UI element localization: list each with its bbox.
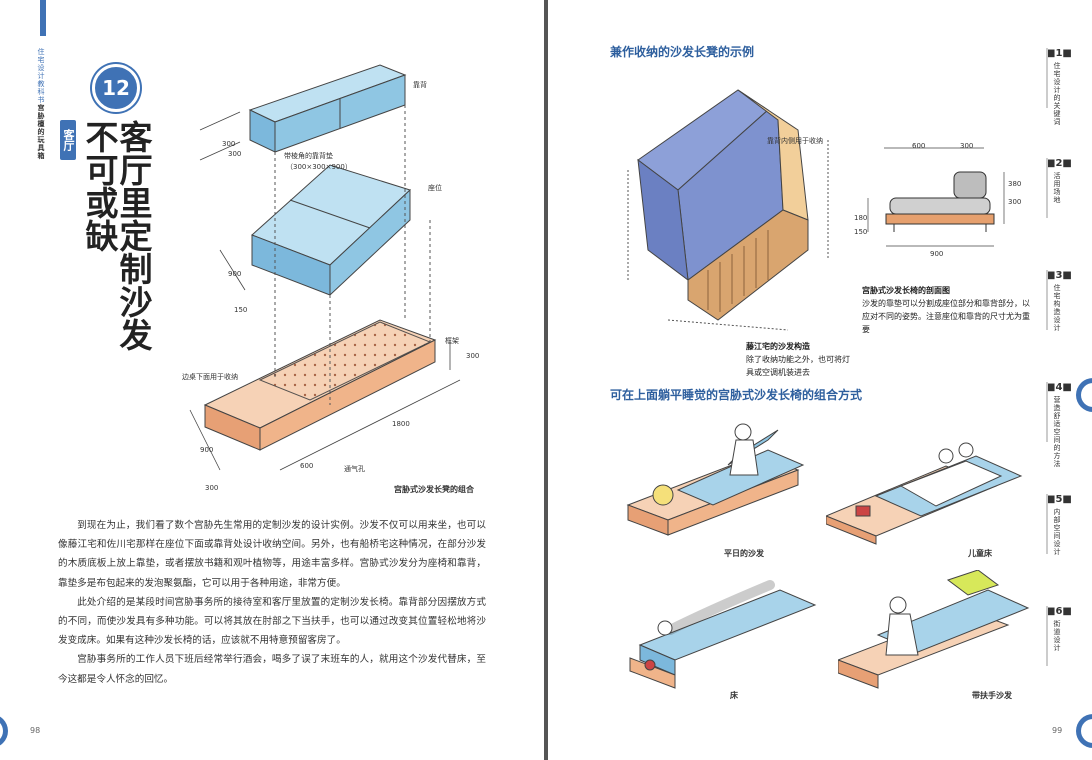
dim-900-frame: 900: [200, 446, 214, 454]
label-frame: 框架: [445, 337, 459, 345]
dim-300-bottom: 300: [205, 484, 219, 492]
dim-1800: 1800: [392, 420, 410, 428]
sofa-frame: [203, 319, 437, 451]
section-title-combinations: 可在上面躺平睡觉的宫胁式沙发长椅的组合方式: [610, 388, 863, 402]
chapter-number: 2: [1055, 158, 1063, 169]
chapter-title: 活用场地: [1053, 172, 1061, 204]
chapter-title: 街道设计: [1053, 620, 1061, 652]
section-caption-title: 宫胁式沙发长椅的剖面图: [862, 286, 950, 295]
section-caption-body: 沙发的靠垫可以分割成座位部分和靠背部分，以应对不同的姿势。注意座位和靠背的尺寸尤…: [862, 299, 1030, 334]
combo-label: 儿童床: [968, 549, 992, 558]
chapter-index-item[interactable]: ■2■ 活用场地: [1046, 158, 1072, 218]
combo-label: 带扶手沙发: [972, 691, 1012, 700]
section-dim-300-b: 300: [1008, 198, 1022, 206]
side-label-book: 宫胁檀的玩具箱: [37, 104, 45, 160]
book-spine: [544, 0, 548, 760]
combo-bed: [629, 580, 817, 689]
assembly-guides: [274, 105, 431, 405]
dimension-lines: [189, 111, 461, 471]
label-storage: 边桌下面用于收纳: [182, 373, 238, 381]
chapter-number: 6: [1055, 606, 1063, 617]
label-backrest: 靠背: [413, 81, 427, 89]
left-page: 住宅设计教科书 宫胁檀的玩具箱 12 客厅 客厅里定制沙发 不可或缺: [0, 0, 544, 760]
page-corner-marker: [1076, 714, 1092, 748]
paragraph: 到现在为止，我们看了数个宫胁先生常用的定制沙发的设计实例。沙发不仅可以用来坐，也…: [58, 520, 486, 589]
dim-300-side: 300: [228, 150, 242, 158]
active-chapter-marker: [1076, 378, 1092, 412]
section-caption: 宫胁式沙发长椅的剖面图 沙发的靠垫可以分割成座位部分和靠背部分，以应对不同的姿势…: [862, 284, 1034, 336]
section-dim-180: 180: [854, 214, 868, 222]
right-page: 兼作收纳的沙发长凳的示例 靠背内侧用于收纳 藤江宅的沙发构造 除了收纳功能之外，…: [548, 0, 1092, 760]
seat-cushions: [251, 164, 411, 297]
chapter-number: 3: [1055, 270, 1063, 281]
fujie-caption: 藤江宅的沙发构造 除了收纳功能之外，也可将灯具或空调机装进去: [746, 340, 856, 379]
chapter-number-badge: 12: [92, 64, 140, 112]
chapter-title: 住宅构造设计: [1053, 284, 1061, 332]
combo-daily-sofa: [626, 423, 805, 536]
label-seat: 座位: [428, 184, 442, 192]
page-corner-marker: [0, 714, 8, 748]
diagram-caption: 宫胁式沙发长凳的组合: [394, 485, 474, 494]
chapter-number: 4: [1055, 382, 1063, 393]
page-title-col2: 不可或缺: [80, 120, 119, 252]
backrest-cushions: [248, 64, 407, 153]
chapter-number: 1: [1055, 48, 1063, 59]
label-vent: 通气孔: [344, 465, 365, 473]
sofa-section-drawing: [867, 147, 1005, 247]
chapter-title: 住宅设计的关键词: [1053, 62, 1061, 126]
dim-300-frame: 300: [466, 352, 480, 360]
chapter-title: 营造舒适空间的方法: [1053, 396, 1061, 468]
top-accent-bar: [40, 0, 46, 36]
dim-300-top: 300: [222, 140, 236, 148]
side-label-series: 住宅设计教科书: [37, 48, 45, 104]
fujie-caption-title: 藤江宅的沙发构造: [746, 342, 810, 351]
chapter-index-item[interactable]: ■6■ 街道设计: [1046, 606, 1072, 666]
section-dim-900: 900: [930, 250, 944, 258]
body-text: 到现在为止，我们看了数个宫胁先生常用的定制沙发的设计实例。沙发不仅可以用来坐，也…: [58, 516, 486, 689]
room-tag: 客厅: [60, 120, 76, 160]
paragraph: 此处介绍的是某段时间宫胁事务所的接待室和客厅里放置的定制沙发长椅。靠背部分因摆放…: [58, 596, 486, 647]
label-cushion: 带棱角的靠背垫: [284, 152, 333, 160]
section-dim-300-a: 300: [960, 142, 974, 150]
combo-armrest-sofa: [838, 570, 1030, 689]
label-inner-storage: 靠背内侧用于收纳: [767, 137, 823, 145]
section-dim-150: 150: [854, 228, 868, 236]
section-dim-600: 600: [912, 142, 926, 150]
page-number-right: 99: [1052, 726, 1063, 735]
section-dim-380: 380: [1008, 180, 1022, 188]
page-number-left: 98: [30, 726, 41, 735]
page-title-col1: 客厅里定制沙发: [114, 120, 153, 351]
dim-150: 150: [234, 306, 248, 314]
chapter-index-item[interactable]: ■3■ 住宅构造设计: [1046, 270, 1072, 332]
combo-label: 床: [730, 691, 738, 700]
chapter-index-item[interactable]: ■1■ 住宅设计的关键词: [1046, 48, 1072, 126]
chapter-title: 内部空间设计: [1053, 508, 1061, 556]
dim-900-seat: 900: [228, 270, 242, 278]
chapter-index-item[interactable]: ■4■ 营造舒适空间的方法: [1046, 382, 1072, 468]
paragraph: 宫胁事务所的工作人员下班后经常举行酒会，喝多了误了末班车的人，就用这个沙发代替床…: [58, 654, 486, 685]
label-cushion-size: （300×300×900）: [286, 163, 352, 171]
dim-600: 600: [300, 462, 314, 470]
combo-label: 平日的沙发: [724, 549, 764, 558]
fujie-sofa-sketch: [627, 89, 829, 331]
chapter-index-item[interactable]: ■5■ 内部空间设计: [1046, 494, 1072, 556]
section-title-storage: 兼作收纳的沙发长凳的示例: [610, 45, 755, 59]
chapter-number: 5: [1055, 494, 1063, 505]
fujie-caption-body: 除了收纳功能之外，也可将灯具或空调机装进去: [746, 355, 850, 377]
sofa-exploded-diagram: [189, 64, 461, 471]
combo-child-bed: [826, 442, 1023, 545]
